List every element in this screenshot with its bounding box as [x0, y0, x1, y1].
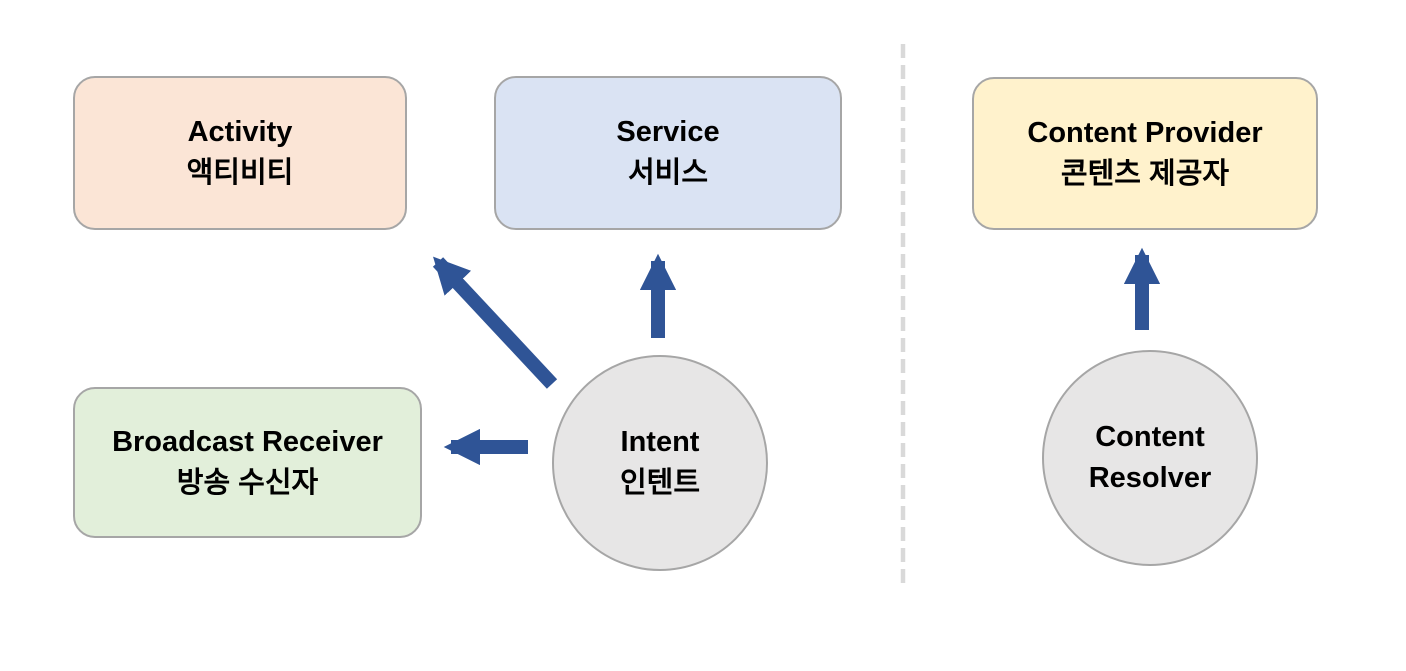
node-service: Service 서비스 — [494, 76, 842, 230]
node-intent-subtitle: 인텐트 — [619, 467, 701, 499]
node-content-provider-title: Content Provider — [1027, 116, 1263, 149]
node-intent-title: Intent — [620, 426, 700, 459]
node-content-resolver-title-line1: Content — [1095, 421, 1205, 454]
node-content-provider: Content Provider 콘텐츠 제공자 — [972, 77, 1318, 230]
node-broadcast-receiver-subtitle: 방송 수신자 — [176, 466, 319, 499]
node-content-provider-subtitle: 콘텐츠 제공자 — [1060, 157, 1230, 190]
node-broadcast-receiver-title: Broadcast Receiver — [112, 425, 383, 458]
node-activity: Activity 액티비티 — [73, 76, 407, 230]
node-activity-subtitle: 액티비티 — [186, 157, 294, 189]
arrow-intent-to-activity — [432, 256, 558, 389]
node-service-subtitle: 서비스 — [627, 157, 709, 189]
node-content-resolver: Content Resolver — [1042, 350, 1258, 566]
node-content-resolver-title-line2: Resolver — [1088, 462, 1212, 494]
node-broadcast-receiver: Broadcast Receiver 방송 수신자 — [73, 387, 422, 538]
node-service-title: Service — [616, 116, 720, 149]
node-intent: Intent 인텐트 — [552, 355, 768, 571]
node-activity-title: Activity — [187, 116, 293, 149]
